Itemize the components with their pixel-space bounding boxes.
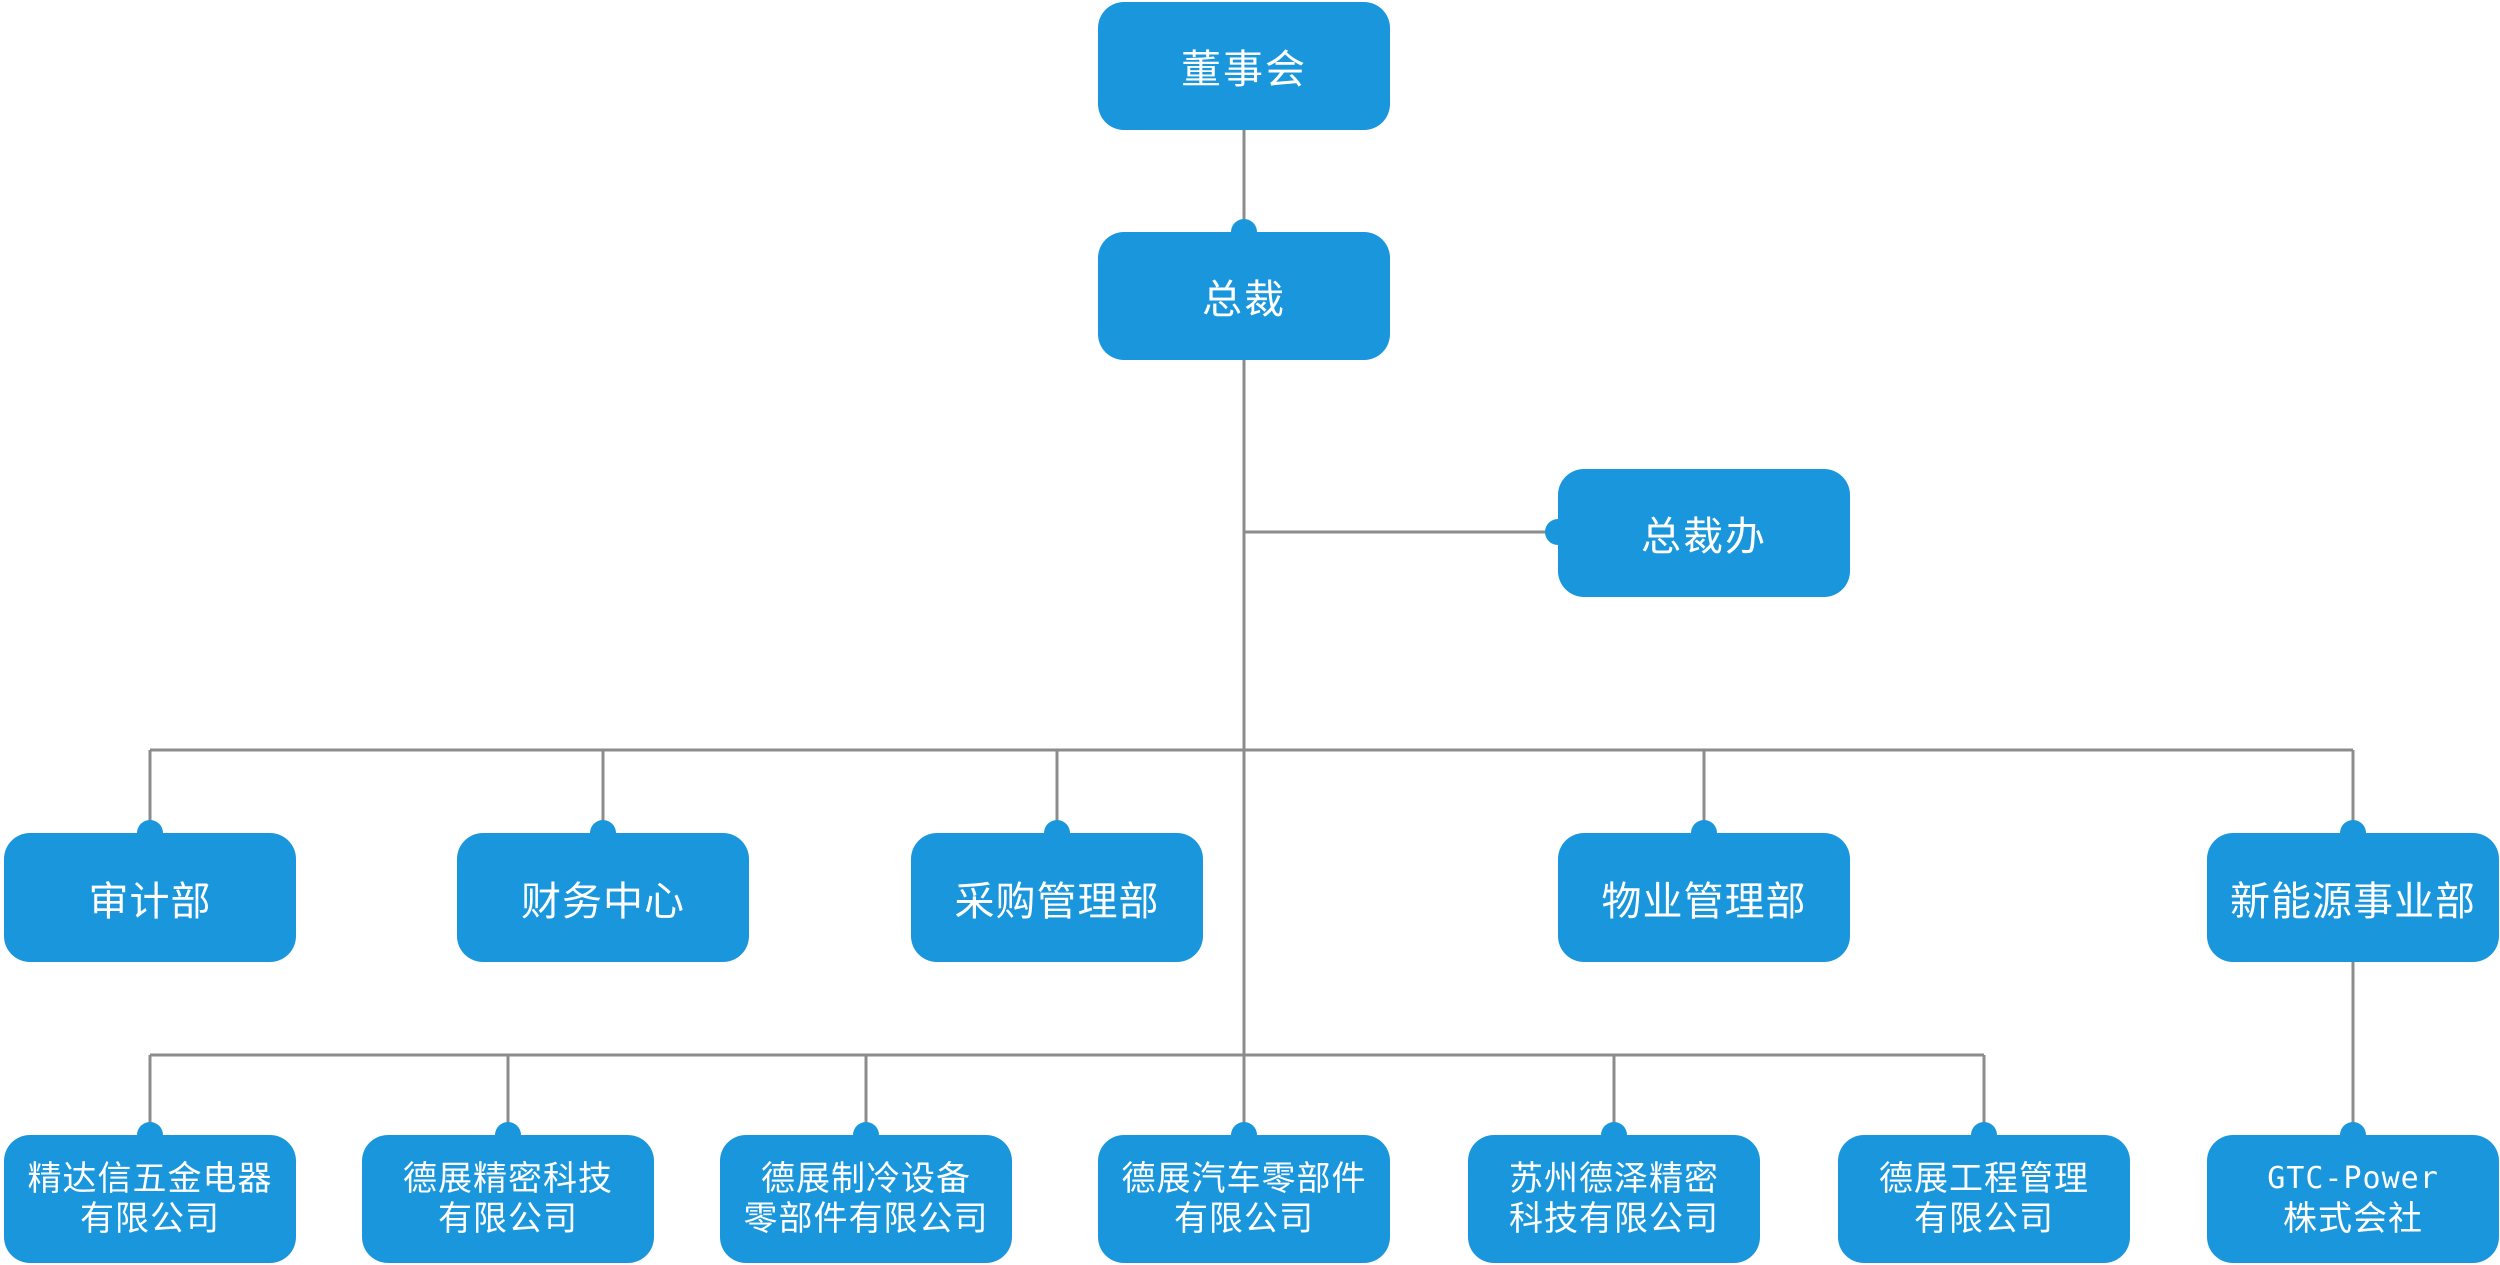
node-subsidiary-suzhou-deze: 苏州德泽精密 科技有限公司 [1468,1135,1760,1263]
node-board-label: 董事会 [1181,47,1307,93]
node-dept-procurement: 采购管理部 [911,833,1203,962]
node-dept-label: 财务中心 [521,878,685,925]
node-subsidiary-line-1: 德展制冷设备 [761,1159,971,1199]
node-dept-label: 审计部 [88,878,212,925]
node-subsidiary-jingdaxin: 精达信五金电器 有限公司 [4,1135,296,1263]
node-subsidiary-line-2: 零部件有限公司 [743,1199,989,1239]
node-subsidiary-line-1: 德展工程管理 [1879,1159,2089,1199]
node-subsidiary-line-2: 科技有限公司 [1509,1199,1719,1239]
node-dept-label: 采购管理部 [954,878,1160,925]
node-dept-label: 物业管理部 [1601,878,1807,925]
node-subsidiary-line-2: 有限公司 [1174,1199,1314,1239]
node-dept-property: 物业管理部 [1558,833,1850,962]
node-president: 总裁 [1098,232,1390,360]
node-president-office-label: 总裁办 [1641,514,1767,560]
node-subsidiary-line-2: 有限公司 [80,1199,220,1239]
node-president-office: 总裁办 [1558,469,1850,597]
node-dept-audit: 审计部 [4,833,296,962]
node-president-label: 总裁 [1202,277,1286,323]
node-dept-new-energy: 新能源事业部 [2207,833,2499,962]
node-subsidiary-line-1: 德展精密科技 [403,1159,613,1199]
node-subsidiary-line-1: 苏州德泽精密 [1509,1159,1719,1199]
node-subsidiary-dezhan-refrigeration: 德展制冷设备 零部件有限公司 [720,1135,1012,1263]
node-subsidiary-line-1: 德展汽车零部件 [1121,1159,1367,1199]
node-subsidiary-dezhan-auto-parts: 德展汽车零部件 有限公司 [1098,1135,1390,1263]
node-board: 董事会 [1098,2,1390,130]
node-subsidiary-line-2: 有限公司 [1914,1199,2054,1239]
node-subsidiary-line-1: GTC-Power [2267,1161,2439,1196]
node-dept-finance: 财务中心 [457,833,749,962]
node-subsidiary-gtc-power: GTC-Power 株式会社 [2207,1135,2499,1263]
node-subsidiary-line-2: 有限公司 [438,1199,578,1239]
node-subsidiary-dezhan-precision: 德展精密科技 有限公司 [362,1135,654,1263]
node-subsidiary-line-1: 精达信五金电器 [27,1159,273,1199]
node-subsidiary-dezhan-engineering: 德展工程管理 有限公司 [1838,1135,2130,1263]
node-dept-label: 新能源事业部 [2230,878,2476,925]
node-subsidiary-line-2: 株式会社 [2283,1199,2423,1239]
